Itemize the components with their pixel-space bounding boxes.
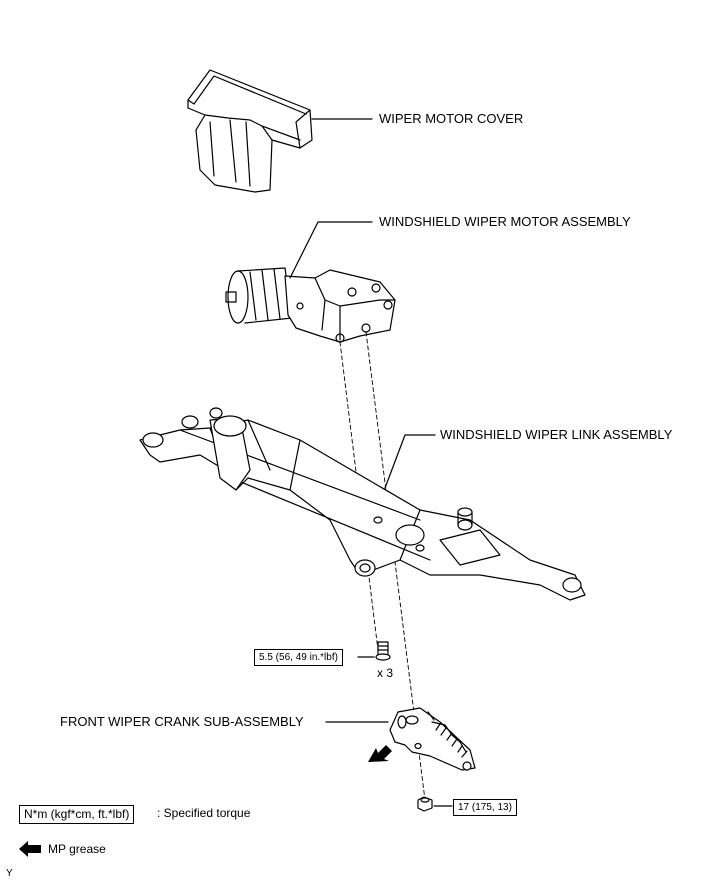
wiper-motor-assembly-label: WINDSHIELD WIPER MOTOR ASSEMBLY	[379, 214, 631, 229]
grease-arrow-icon	[368, 745, 392, 762]
wiper-motor-cover-part	[187, 69, 313, 193]
bolt-part	[375, 641, 391, 661]
wiper-motor-part	[225, 267, 396, 343]
corner-mark: Y	[6, 868, 13, 879]
grease-legend-arrow-icon	[19, 841, 41, 857]
torque-legend-description: : Specified torque	[157, 806, 251, 820]
wiper-link-assembly-label: WINDSHIELD WIPER LINK ASSEMBLY	[440, 427, 673, 442]
nut-torque-box: 17 (175, 13)	[453, 799, 517, 816]
bolt-quantity-label: x 3	[377, 666, 394, 680]
wiper-motor-cover-label: WIPER MOTOR COVER	[379, 111, 524, 126]
bolt-torque-box: 5.5 (56, 49 in.*lbf)	[254, 649, 343, 666]
torque-unit-legend-box: N*m (kgf*cm, ft.*lbf)	[19, 805, 135, 825]
front-wiper-crank-part	[389, 707, 476, 771]
grease-legend-description: MP grease	[48, 842, 106, 856]
nut-part	[417, 796, 433, 812]
front-wiper-crank-label: FRONT WIPER CRANK SUB-ASSEMBLY	[60, 714, 304, 729]
wiper-link-part	[139, 407, 586, 601]
motor-leader-line	[289, 221, 373, 279]
link-leader-line	[384, 434, 436, 489]
